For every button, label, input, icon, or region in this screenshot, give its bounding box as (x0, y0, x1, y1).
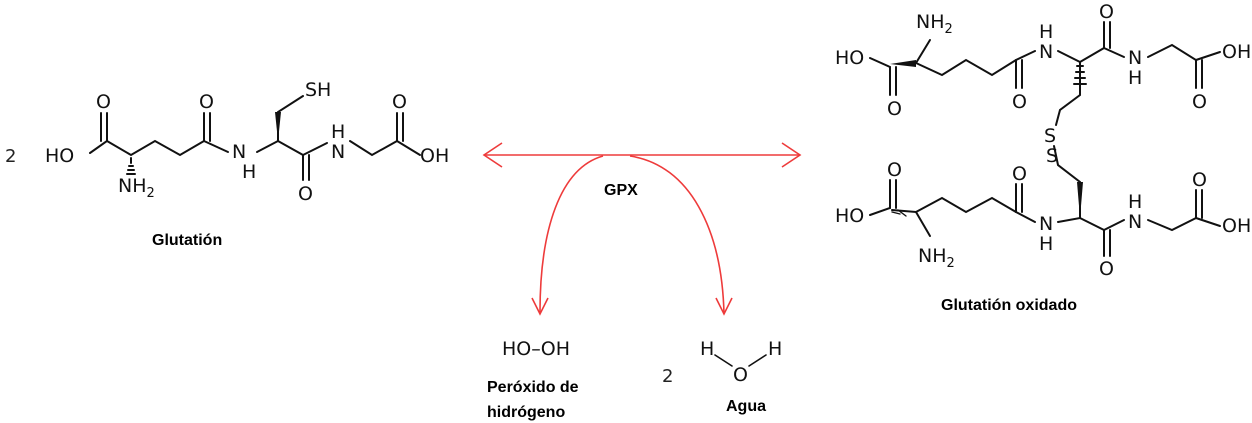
peroxide-caption-line1: Peróxido de (487, 379, 579, 396)
bond (203, 112, 211, 142)
atom-nh2: NH2 (918, 245, 955, 271)
arrowhead-down (531, 297, 549, 316)
hash-bond (1073, 65, 1087, 85)
atom-oh: OH (420, 145, 449, 167)
wedge-bond (890, 60, 916, 67)
atom-o: O (1099, 1, 1114, 23)
glutathione-caption: Glutatión (152, 232, 222, 249)
atom-h: H (242, 161, 256, 183)
wedge-bond (1077, 182, 1083, 218)
bond (203, 140, 229, 153)
arrowhead-right (781, 142, 802, 168)
atom-nh: H (331, 121, 345, 143)
atom-o: O (1012, 163, 1027, 185)
water-caption: Agua (726, 398, 766, 415)
atom-n: N (1039, 41, 1053, 63)
bond (915, 39, 931, 64)
atom-h: H (1128, 191, 1142, 213)
atom-o: O (1012, 91, 1027, 113)
bond (1015, 50, 1036, 61)
atom-ho: HO (835, 47, 864, 69)
bond (1195, 51, 1221, 61)
atom-h: H (700, 338, 714, 360)
bond (1057, 21, 1111, 64)
arrowhead-down (715, 297, 733, 316)
atom-s: S (1046, 145, 1058, 167)
bond (106, 139, 205, 157)
atom-oh: OH (1222, 41, 1251, 63)
bond (915, 58, 1017, 77)
peroxide-formula: HO–OH (502, 338, 570, 360)
atom-o: O (96, 91, 111, 113)
atom-h: H (1128, 67, 1142, 89)
atom-o: O (199, 91, 214, 113)
atom-o: O (392, 91, 407, 113)
atom-oh: OH (1222, 215, 1251, 237)
bond (277, 95, 304, 142)
bond (1103, 219, 1125, 231)
bond (869, 57, 891, 68)
bond (1015, 59, 1023, 89)
bond (1147, 43, 1203, 89)
wedge-bond (275, 112, 281, 141)
atom-o: O (1192, 91, 1207, 113)
water-coefficient: 2 (662, 366, 673, 387)
atom-o: O (1192, 169, 1207, 191)
bond (302, 142, 328, 156)
oxidized-glutathione-caption: Glutatión oxidado (941, 297, 1077, 314)
atom-n: N (232, 141, 246, 163)
atom-ho: HO (45, 145, 74, 167)
curved-arrow-peroxide (539, 155, 604, 313)
bond (349, 112, 404, 157)
atom-o: O (1099, 258, 1114, 280)
atom-n: N (1039, 213, 1053, 235)
oxidized-glutathione-structure: HO O NH2 O H N O N H O OH S S HO O NH2 O… (835, 1, 1251, 314)
atom-o: O (887, 159, 902, 181)
atom-h: H (768, 338, 782, 360)
bond (89, 112, 108, 154)
atom-h: H (1039, 21, 1053, 43)
bond (714, 354, 767, 367)
arrowhead-left (482, 142, 503, 168)
bond (889, 179, 897, 209)
bond (1015, 211, 1036, 223)
reaction-arrows: GPX (482, 142, 802, 316)
glutathione-structure: 2 HO O O O O N H H N SH OH NH2 Glutatión (5, 79, 449, 249)
atom-sh: SH (305, 79, 331, 101)
atom-o: O (298, 183, 313, 205)
bond (915, 211, 931, 237)
bond (889, 66, 897, 96)
bond (1147, 189, 1203, 232)
atom-ho: HO (835, 205, 864, 227)
peroxide: HO–OH Peróxido de hidrógeno (487, 338, 579, 421)
bond (1057, 216, 1111, 257)
atom-n: N (331, 141, 345, 163)
atom-n: N (1128, 47, 1142, 69)
hash-bond (126, 157, 136, 175)
bond (869, 207, 891, 216)
curved-arrow-water (629, 155, 725, 315)
glutathione-coefficient: 2 (5, 146, 16, 167)
atom-h: H (1039, 233, 1053, 255)
bond (256, 139, 310, 181)
bond (396, 140, 421, 156)
bond (1015, 183, 1023, 213)
water: 2 H O H Agua (662, 338, 782, 415)
atom-nh2: NH2 (916, 11, 953, 37)
bond (891, 196, 1017, 214)
bond (1195, 217, 1221, 227)
atom-n: N (1128, 211, 1142, 233)
enzyme-label: GPX (604, 182, 638, 199)
peroxide-caption-line2: hidrógeno (487, 404, 565, 421)
atom-s: S (1044, 125, 1056, 147)
atom-o: O (733, 364, 748, 386)
atom-o: O (887, 98, 902, 120)
bond (1103, 47, 1125, 58)
atom-nh2: NH2 (118, 175, 155, 201)
